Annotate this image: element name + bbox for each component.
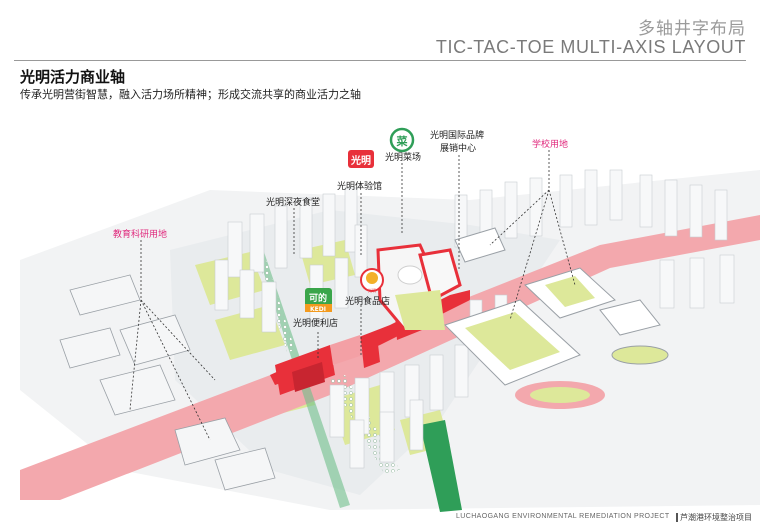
footer-project-cn: 芦潮港环境整治项目 — [680, 512, 752, 523]
kedi-logo-cn: 可的 — [309, 292, 327, 304]
label-experience-hall: 光明体验馆 — [337, 180, 382, 192]
kedi-logo: 可的 KEDI — [305, 288, 332, 313]
caicaibang-logo: 菜 — [391, 129, 413, 151]
label-convenience-store: 光明便利店 — [293, 317, 338, 329]
label-market: 光明菜场 — [385, 151, 421, 163]
kedi-logo-en: KEDI — [310, 306, 326, 313]
label-brand-center-line1: 光明国际品牌 — [430, 129, 484, 141]
guangming-logo: 光明 — [348, 150, 374, 168]
label-food-store: 光明食品店 — [345, 295, 390, 307]
label-late-night-canteen: 光明深夜食堂 — [266, 196, 320, 208]
guangming-logo-text: 光明 — [350, 154, 371, 167]
label-brand-center-line2: 展销中心 — [440, 142, 476, 154]
label-education-land: 教育科研用地 — [113, 228, 167, 240]
label-school-land: 学校用地 — [532, 138, 568, 150]
food-store-logo-text: 光明 — [368, 287, 376, 293]
footer-divider — [676, 513, 678, 522]
caicaibang-logo-text: 菜 — [396, 134, 409, 148]
footer-project-en: LUCHAOGANG ENVIRONMENTAL REMEDIATION PRO… — [456, 513, 670, 520]
